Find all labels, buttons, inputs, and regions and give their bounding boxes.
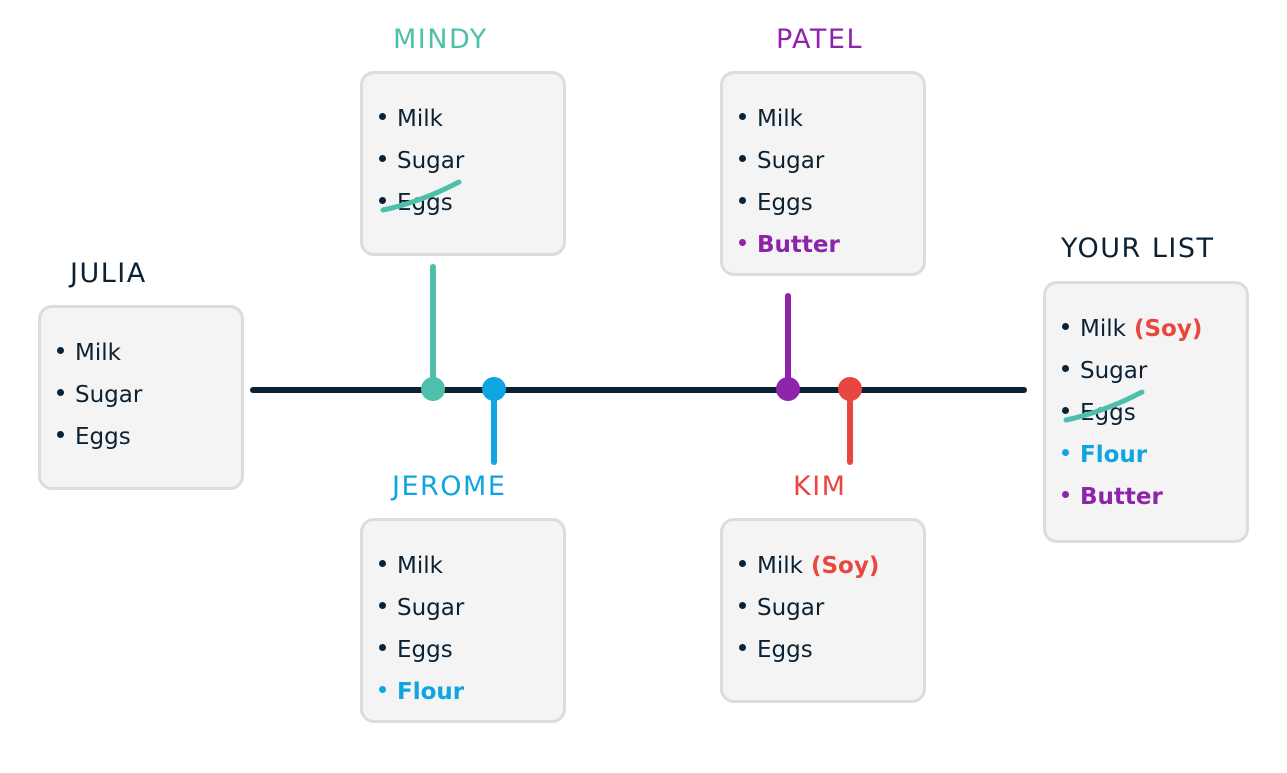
item-text: Milk	[75, 340, 121, 366]
bullet-icon	[379, 644, 386, 651]
strike-mark	[1063, 389, 1145, 423]
list-item: Milk	[57, 332, 142, 374]
strike-mark	[380, 179, 462, 213]
bullet-icon	[379, 113, 386, 120]
bullet-icon	[739, 113, 746, 120]
list-item: Milk (Soy)	[1062, 308, 1202, 350]
bullet-icon	[739, 155, 746, 162]
bullet-icon	[379, 560, 386, 567]
item-text: Sugar	[757, 148, 825, 174]
bullet-icon	[379, 686, 386, 693]
bullet-icon	[739, 197, 746, 204]
list-item: Milk (Soy)	[739, 545, 879, 587]
item-text: Eggs	[397, 637, 453, 663]
list-item: Sugar	[57, 374, 142, 416]
patel-node	[776, 377, 800, 401]
list-item: Butter	[1062, 476, 1202, 518]
list-item: Sugar	[739, 587, 879, 629]
list-item: Eggs	[379, 179, 464, 224]
list-item: Butter	[739, 224, 840, 266]
item-text: Eggs	[757, 190, 813, 216]
jerome-node	[482, 377, 506, 401]
bullet-icon	[1062, 491, 1069, 498]
item-text: Sugar	[1080, 358, 1148, 384]
bullet-icon	[739, 644, 746, 651]
bullet-icon	[379, 602, 386, 609]
list-item: Milk	[379, 545, 464, 587]
list-item: Sugar	[379, 587, 464, 629]
list-item: Milk	[739, 98, 840, 140]
bullet-icon	[1062, 449, 1069, 456]
list-item: Milk	[379, 98, 464, 140]
list-item: Sugar	[739, 140, 840, 182]
bullet-icon	[57, 347, 64, 354]
mindy-title: MINDY	[393, 24, 488, 55]
bullet-icon	[1062, 407, 1069, 414]
item-text: Milk	[397, 553, 443, 579]
julia-title: JULIA	[70, 258, 147, 289]
bullet-icon	[739, 602, 746, 609]
item-note: (Soy)	[1133, 316, 1203, 342]
item-text: Milk	[757, 553, 803, 579]
your-list-title: YOUR LIST	[1061, 233, 1215, 264]
kim-node	[838, 377, 862, 401]
item-text: Flour	[397, 679, 465, 705]
item-text: Flour	[1080, 442, 1148, 468]
list-item: Sugar	[1062, 350, 1202, 392]
list-item: Flour	[1062, 434, 1202, 476]
list-item: Eggs	[739, 629, 879, 671]
list-item: Eggs	[57, 416, 142, 458]
patel-title: PATEL	[776, 24, 864, 55]
list-item: Sugar	[379, 140, 464, 182]
jerome-title: JEROME	[392, 471, 507, 502]
item-text: Sugar	[757, 595, 825, 621]
bullet-icon	[57, 389, 64, 396]
item-text: Milk	[1080, 316, 1126, 342]
item-text: Eggs	[75, 424, 131, 450]
item-text: Milk	[397, 106, 443, 132]
item-note: (Soy)	[810, 553, 880, 579]
bullet-icon	[57, 431, 64, 438]
item-text: Sugar	[397, 148, 465, 174]
item-text: Butter	[757, 232, 840, 258]
item-text: Milk	[757, 106, 803, 132]
list-item: Flour	[379, 671, 464, 713]
kim-title: KIM	[793, 471, 847, 502]
item-text: Sugar	[397, 595, 465, 621]
item-text: Sugar	[75, 382, 143, 408]
bullet-icon	[1062, 365, 1069, 372]
bullet-icon	[1062, 323, 1069, 330]
item-text: Eggs	[757, 637, 813, 663]
bullet-icon	[739, 560, 746, 567]
list-item: Eggs	[379, 629, 464, 671]
bullet-icon	[379, 155, 386, 162]
item-text: Butter	[1080, 484, 1163, 510]
list-item: Eggs	[1062, 389, 1202, 434]
list-item: Eggs	[739, 182, 840, 224]
bullet-icon	[379, 197, 386, 204]
bullet-icon	[739, 239, 746, 246]
item-text: Eggs	[380, 179, 462, 216]
item-text: Eggs	[1063, 389, 1145, 426]
mindy-node	[421, 377, 445, 401]
